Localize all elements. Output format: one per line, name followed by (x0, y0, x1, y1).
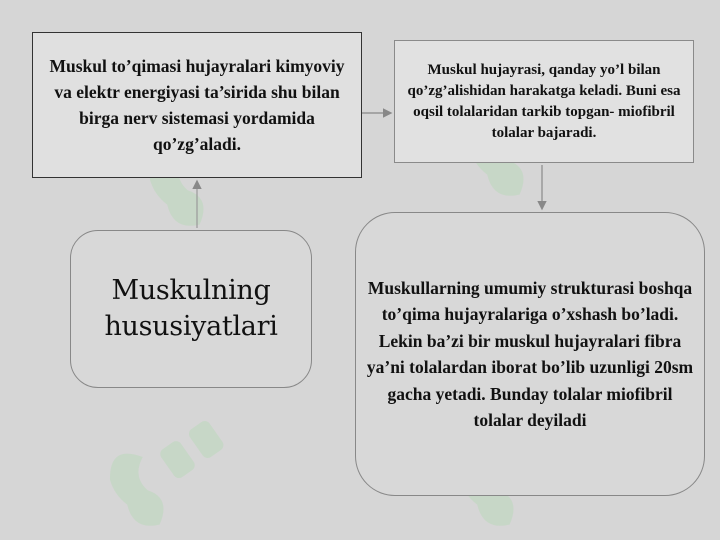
box-top-right-text: Muskul hujayrasi, qanday yo’l bilan qo’z… (407, 61, 681, 141)
box-right-large: Muskullarning umumiy strukturasi boshqa … (355, 212, 705, 496)
box-top-left: Muskul to’qimasi hujayralari kimyoviy va… (32, 32, 362, 178)
box-top-left-text: Muskul to’qimasi hujayralari kimyoviy va… (49, 56, 345, 154)
box-center-left: Muskulning hususiyatlari (70, 230, 312, 388)
box-center-left-text: Muskulning hususiyatlari (104, 275, 278, 342)
box-top-right: Muskul hujayrasi, qanday yo’l bilan qo’z… (394, 40, 694, 163)
box-right-large-text: Muskullarning umumiy strukturasi boshqa … (366, 277, 694, 431)
